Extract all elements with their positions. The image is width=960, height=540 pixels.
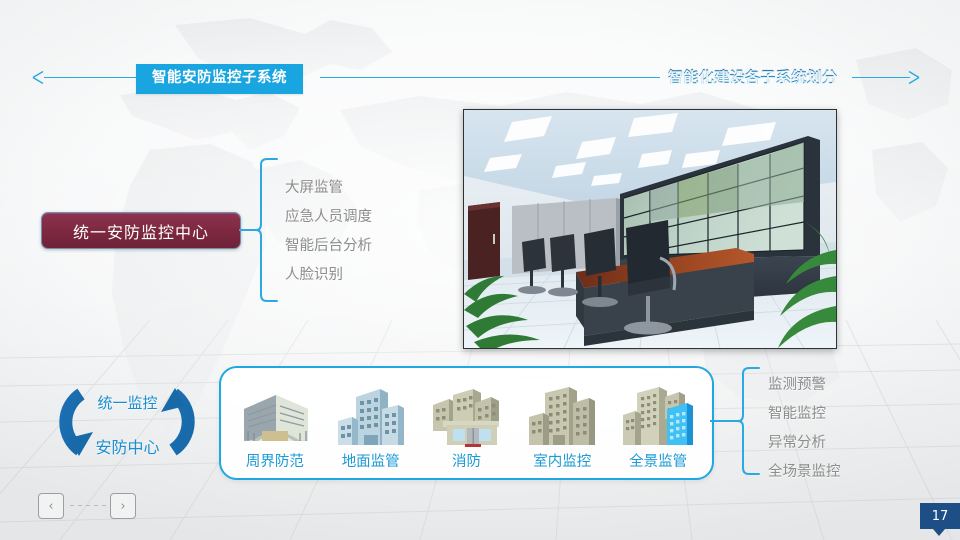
bottom-list-brace-icon — [737, 367, 760, 475]
fire-station-icon — [429, 377, 503, 449]
icon-label: 室内监控 — [533, 454, 592, 470]
monitoring-icon-card: 周界防范 — [219, 366, 714, 480]
monitoring-icons-row: 周界防范 — [221, 368, 712, 478]
control-room-illustration — [464, 110, 836, 348]
cycle-top-label: 统一监控 — [97, 394, 158, 412]
redbox-brace-connector — [239, 229, 260, 231]
icon-item-fire[interactable]: 消防 — [423, 377, 509, 478]
icon-item-ground[interactable]: 地面监管 — [328, 377, 414, 478]
control-room-photo — [463, 109, 837, 349]
top-feature-list: 大屏监管 应急人员调度 智能后台分析 人脸识别 — [285, 174, 372, 290]
cycle-bottom-label: 安防中心 — [95, 438, 160, 457]
list-item: 大屏监管 — [285, 180, 343, 196]
header-arrow-left-icon — [32, 70, 44, 85]
list-item: 智能监控 — [768, 406, 826, 422]
header-line-right — [852, 77, 910, 78]
icon-item-perimeter[interactable]: 周界防范 — [232, 377, 318, 478]
next-slide-button[interactable]: › — [110, 493, 136, 519]
office-towers-icon — [334, 377, 408, 449]
list-item: 监测预警 — [768, 377, 826, 393]
iconcard-brace-connector — [710, 420, 740, 422]
list-item: 应急人员调度 — [285, 209, 372, 225]
security-cycle-diagram: 统一监控 安防中心 — [45, 372, 210, 472]
list-item: 异常分析 — [768, 435, 826, 451]
header-line-left-a — [44, 77, 136, 78]
list-item: 全场景监控 — [768, 464, 841, 480]
slide-header — [0, 55, 960, 101]
list-item: 人脸识别 — [285, 267, 343, 283]
icon-label: 全景监管 — [629, 454, 688, 470]
icon-label: 消防 — [451, 454, 481, 470]
list-item: 智能后台分析 — [285, 238, 372, 254]
perimeter-building-icon — [238, 377, 312, 449]
circular-arrows-icon — [59, 388, 195, 456]
slide-navigation: ‹ › — [38, 493, 148, 523]
nav-dashed-line — [70, 505, 108, 506]
page-number-badge: 17 — [920, 503, 960, 529]
page-badge-tail — [933, 529, 945, 536]
subsystem-title-tab[interactable]: 智能安防监控子系统 — [136, 64, 303, 94]
header-arrow-right-icon — [908, 70, 920, 85]
panorama-buildings-icon — [621, 377, 695, 449]
header-line-middle — [320, 77, 660, 78]
indoor-buildings-icon — [525, 377, 599, 449]
top-list-brace-icon — [255, 158, 278, 302]
icon-item-indoor[interactable]: 室内监控 — [519, 377, 605, 478]
prev-slide-button[interactable]: ‹ — [38, 493, 64, 519]
icon-label: 周界防范 — [245, 454, 304, 470]
bottom-feature-list: 监测预警 智能监控 异常分析 全场景监控 — [768, 371, 841, 487]
unified-security-center-box[interactable]: 统一安防监控中心 — [41, 212, 241, 249]
icon-label: 地面监管 — [341, 454, 400, 470]
icon-item-panorama[interactable]: 全景监管 — [615, 377, 701, 478]
slide-section-title: 智能化建设各子系统划分 — [668, 68, 838, 86]
